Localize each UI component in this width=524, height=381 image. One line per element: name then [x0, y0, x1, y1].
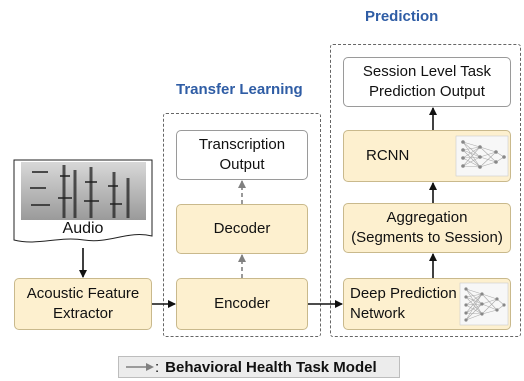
rcnn-label: RCNN	[366, 147, 410, 164]
spectrogram-image	[21, 162, 146, 220]
legend-dashed-arrow-icon	[126, 363, 154, 371]
deep-prediction-network-icon	[459, 282, 509, 326]
encoder-box: Encoder	[176, 278, 308, 330]
rcnn-network-icon	[455, 135, 509, 177]
aggregation-box: Aggregation (Segments to Session)	[343, 203, 511, 253]
prediction-group	[330, 44, 521, 337]
audio-label: Audio	[62, 220, 104, 237]
session-level-output-box: Session Level Task Prediction Output	[343, 57, 511, 107]
acoustic-feature-extractor-box: Acoustic Feature Extractor	[14, 278, 152, 330]
transfer-learning-group	[163, 113, 321, 337]
prediction-title: Prediction	[365, 8, 439, 25]
legend: : Behavioral Health Task Model	[118, 356, 400, 378]
transcription-output-box: Transcription Output	[176, 130, 308, 180]
legend-separator: :	[155, 358, 160, 376]
transfer-learning-title: Transfer Learning	[176, 81, 303, 98]
decoder-box: Decoder	[176, 204, 308, 254]
legend-label: Behavioral Health Task Model	[165, 358, 377, 376]
deep-prediction-network-label: Deep Prediction Network	[350, 285, 457, 322]
